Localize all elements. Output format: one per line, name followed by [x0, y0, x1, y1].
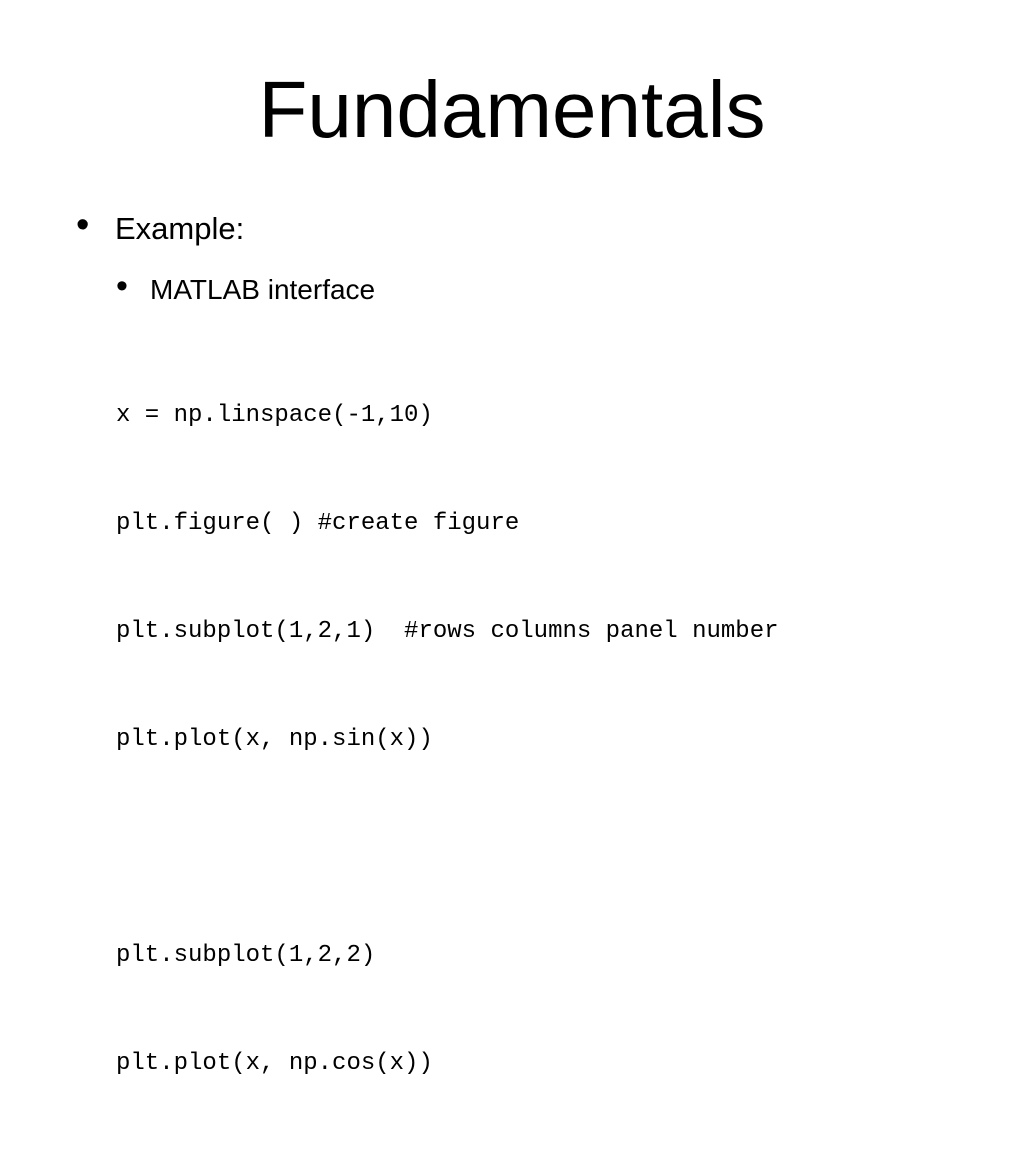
code-block: x = np.linspace(-1,10) plt.figure( ) #cr…: [116, 326, 779, 1154]
code-line-blank: [116, 830, 779, 866]
code-line: plt.subplot(1,2,1) #rows columns panel n…: [116, 618, 779, 645]
bullet-label: Example:: [115, 211, 245, 246]
sub-bullet-label: MATLAB interface: [150, 274, 376, 305]
code-line: plt.plot(x, np.sin(x)): [116, 726, 433, 753]
slide: Fundamentals • Example: • MATLAB interfa…: [76, 65, 779, 1077]
bullet-icon: •: [116, 267, 128, 305]
slide-title: Fundamentals: [258, 65, 766, 154]
bullet-icon: •: [76, 204, 90, 246]
code-line: plt.figure( ) #create figure: [116, 510, 520, 537]
code-line: plt.subplot(1,2,2): [116, 942, 376, 969]
code-line: plt.plot(x, np.cos(x)): [116, 1050, 433, 1077]
code-line: x = np.linspace(-1,10): [116, 402, 433, 429]
